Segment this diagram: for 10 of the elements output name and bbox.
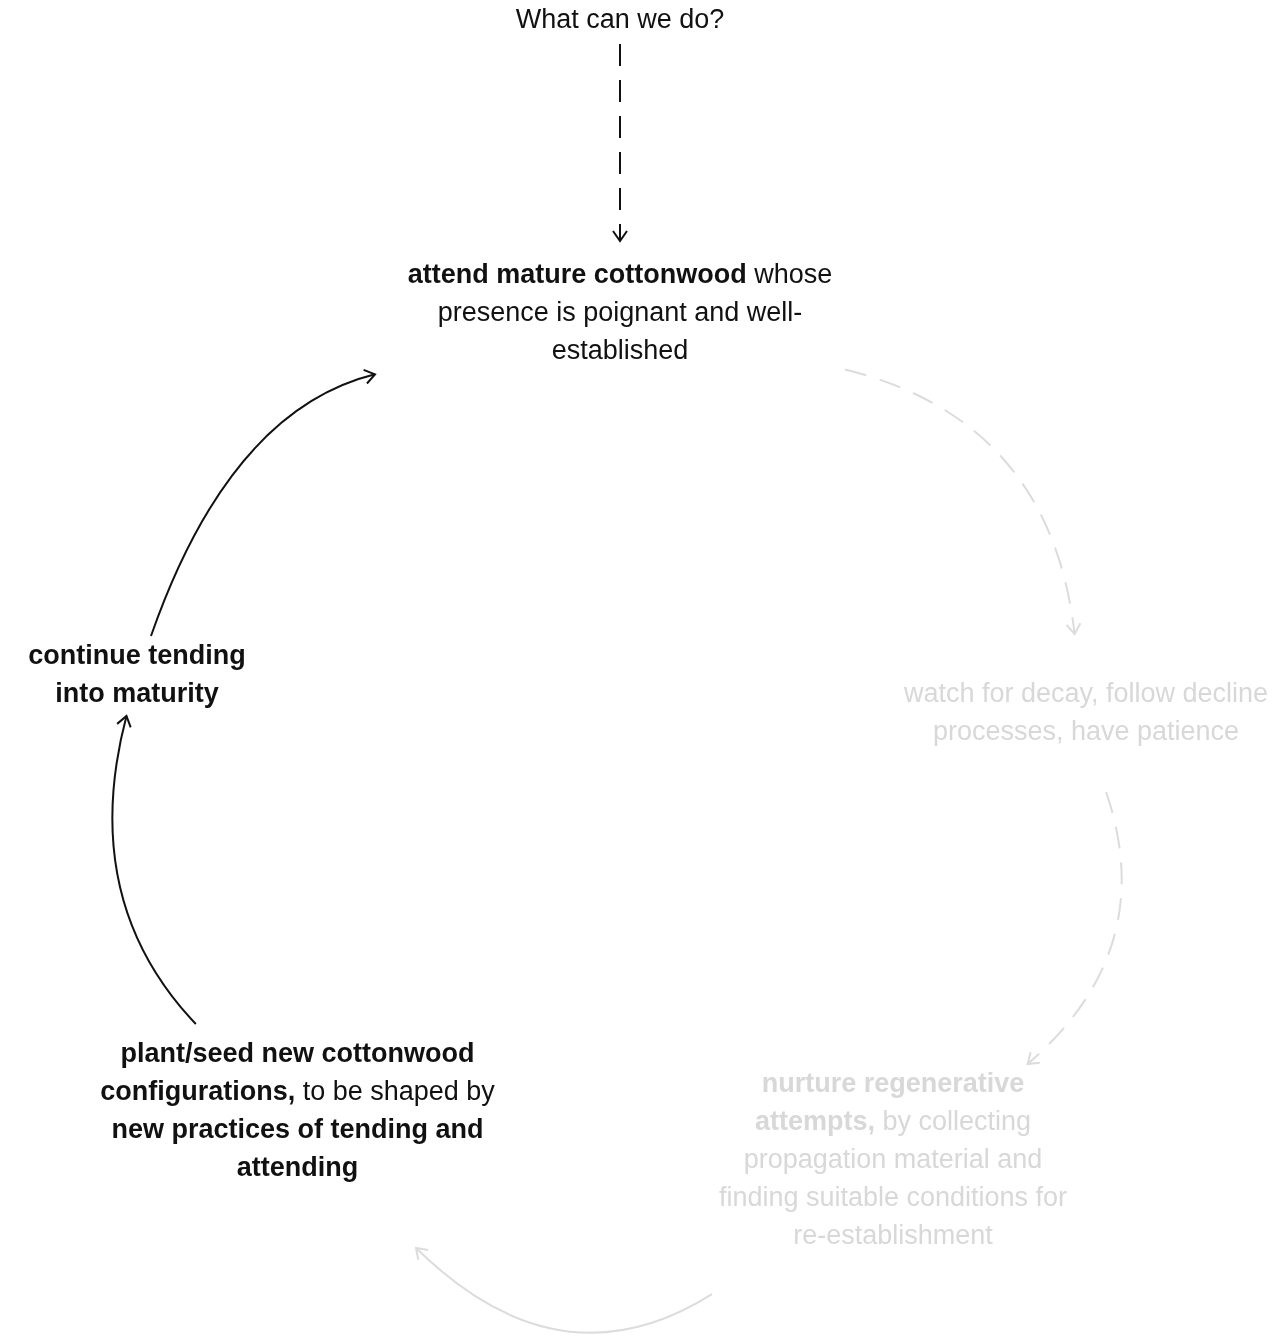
step-text: continue tending into maturity [0, 636, 274, 712]
question-text: What can we do? [470, 0, 770, 38]
arrow [111, 715, 197, 1025]
arrow [415, 1247, 713, 1334]
dashed-arrow [1026, 791, 1123, 1065]
dashed-arrow [844, 368, 1081, 635]
step-text: plant/seed new cottonwood configurations, to be shaped by new practices of tending and attending [85, 1034, 510, 1186]
arrow [150, 369, 376, 637]
dashed-arrow [612, 43, 628, 242]
step-text: attend mature cottonwood whose presence is poignant and well-established [395, 255, 845, 369]
